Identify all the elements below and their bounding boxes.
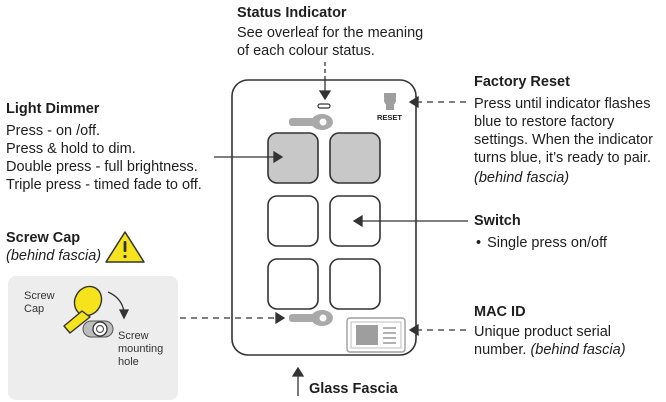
switch-title: Switch [474,213,521,229]
factory-reset-line-2: blue to restore factory [474,114,615,130]
factory-reset-line-1: Press until indicator flashes [474,96,651,112]
switch-button-bottom-right [329,258,381,310]
screw-cap-note: (behind fascia) [6,248,102,264]
inset-hole-label-1: Screw [118,330,149,342]
factory-reset-line-4: turns blue, it’s ready to pair. [474,150,652,166]
mac-id-line-2-plain: number. [474,342,527,358]
status-indicator-led [317,103,331,109]
switch-bullet-text: Single press on/off [487,235,607,251]
light-dimmer-title: Light Dimmer [6,101,100,117]
status-indicator-arrow [318,62,332,101]
light-dimmer-line-1: Press - on /off. [6,123,101,139]
light-dimmer-arrow [214,150,284,164]
inset-hole-label-2: mounting [118,343,164,355]
mac-id-line-2-italic: (behind fascia) [530,342,626,358]
bullet-icon: • [476,235,482,251]
reset-device-label: RESET [377,113,403,122]
inset-hole-label-3: hole [118,356,139,368]
inset-cap-label-1: Screw [24,290,55,302]
mac-id-line-2: number. (behind fascia) [474,341,626,359]
dimmer-button-right [329,132,381,184]
reset-button-icon [384,93,396,110]
mac-id-title: MAC ID [474,304,526,320]
light-dimmer-line-3: Double press - full brightness. [6,159,198,175]
switch-button-left [267,195,319,247]
inset-cap-label-2: Cap [24,303,45,315]
status-indicator-desc-1: See overleaf for the meaning [237,25,424,41]
status-indicator-title: Status Indicator [237,5,347,21]
factory-reset-arrow [408,95,466,109]
top-screw-cap-icon [289,114,333,130]
inset-screw-cap-icon [63,285,103,334]
factory-reset-note: (behind fascia) [474,170,570,186]
switch-button-bottom-left [267,258,319,310]
dimmer-button-left [267,132,319,184]
screw-cap-title: Screw Cap [6,230,81,246]
glass-fascia-title: Glass Fascia [309,381,398,397]
mac-id-arrow [408,323,466,337]
mac-id-line-1: Unique product serial [474,324,612,340]
light-dimmer-line-4: Triple press - timed fade to off. [6,177,202,193]
warning-triangle-icon [105,231,145,263]
switch-bullet-row: • Single press on/off [476,234,607,252]
glass-fascia-arrow [291,366,305,396]
status-indicator-desc-2: of each colour status. [237,43,375,59]
factory-reset-title: Factory Reset [474,74,570,90]
switch-arrow [352,214,468,228]
rotate-arrow-icon [107,291,130,320]
factory-reset-line-3: settings. When the indicator [474,132,653,148]
screw-mounting-hole-icon [82,320,114,338]
screw-cap-arrow [180,311,286,325]
mac-id-label-icon [346,317,406,353]
light-dimmer-line-2: Press & hold to dim. [6,141,136,157]
bottom-screw-cap-icon [289,310,333,326]
